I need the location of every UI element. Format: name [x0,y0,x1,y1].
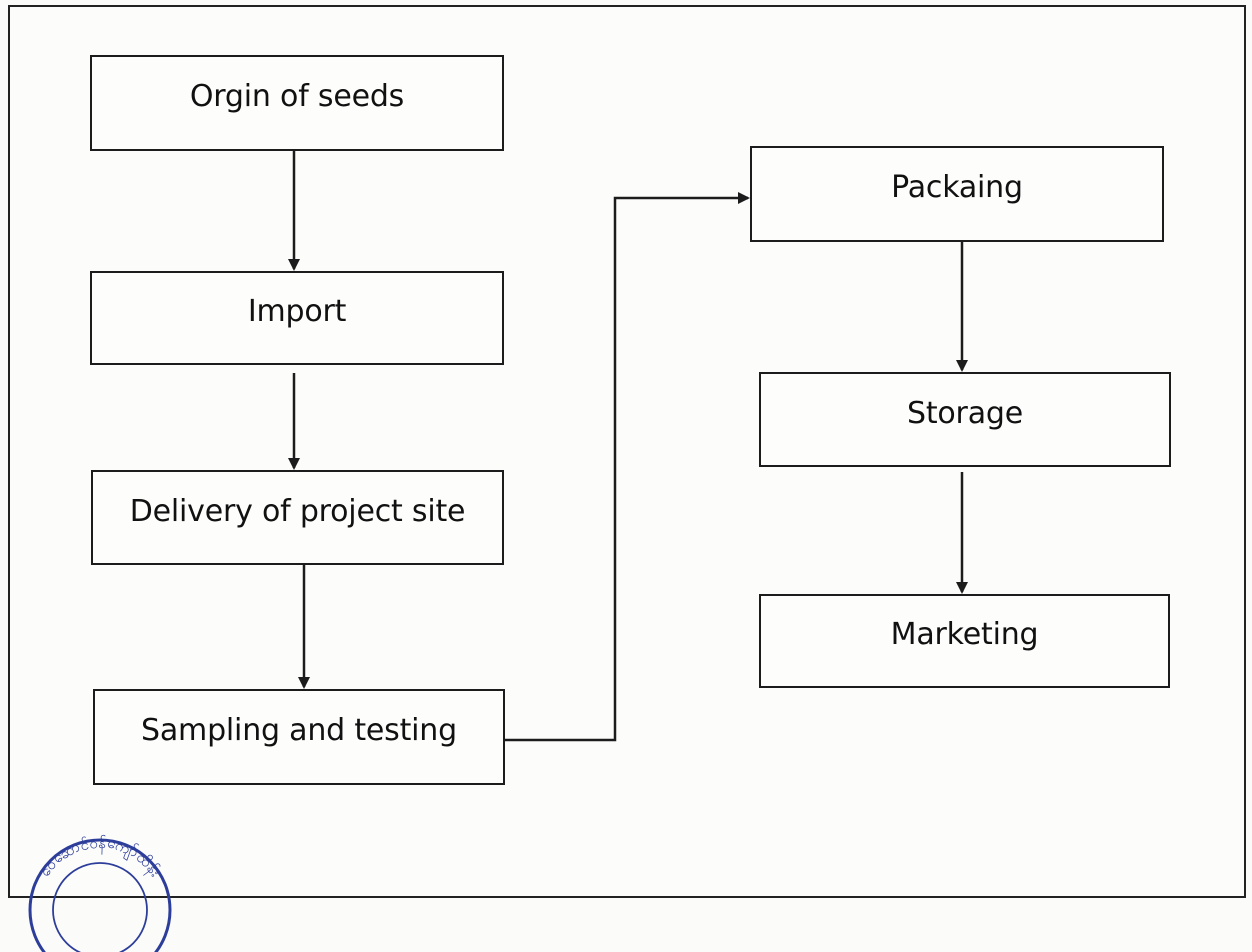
node-delivery: Delivery of project site [91,470,504,565]
node-packaging: Packaing [750,146,1164,242]
node-packaging-label: Packaing [891,170,1023,205]
node-origin-of-seeds: Orgin of seeds [90,55,504,151]
seal-inner-ring [52,862,148,952]
node-delivery-label: Delivery of project site [129,493,466,529]
node-marketing-label: Marketing [890,617,1039,652]
official-seal: ဝေဆောင်ဝန်ကျော်ထိန်း [28,833,172,952]
node-storage-label: Storage [907,395,1023,431]
connectors [288,151,968,742]
seal-text: ဝေဆောင်ဝန်ကျော်ထိန်း [36,833,165,882]
node-marketing: Marketing [759,594,1170,688]
node-import: Import [90,271,504,365]
node-sampling-label: Sampling and testing [141,713,457,748]
node-storage: Storage [759,372,1171,467]
arrow-sampling-to-packaging [505,192,750,742]
node-import-label: Import [247,294,347,329]
node-origin-label: Orgin of seeds [189,79,405,114]
node-sampling-and-testing: Sampling and testing [93,689,505,785]
